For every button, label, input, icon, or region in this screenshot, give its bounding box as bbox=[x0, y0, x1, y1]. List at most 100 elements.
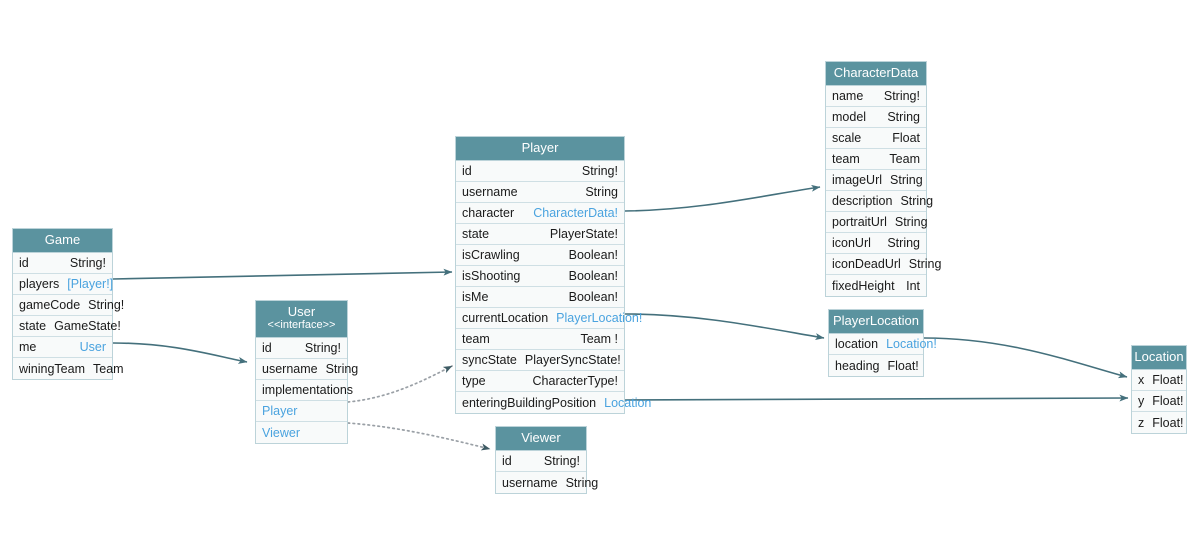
field-row[interactable]: description String bbox=[826, 191, 933, 212]
field-name: isCrawling bbox=[462, 248, 520, 262]
implementation-row-viewer[interactable]: Viewer bbox=[256, 422, 347, 443]
field-name: winingTeam bbox=[19, 361, 86, 376]
field-type: Team bbox=[889, 152, 920, 166]
field-row[interactable]: id String! bbox=[256, 338, 347, 359]
field-type: Float! bbox=[1152, 415, 1184, 430]
field-type: Float! bbox=[887, 358, 919, 373]
field-type: PlayerState! bbox=[549, 227, 618, 241]
field-row[interactable]: y Float! bbox=[1132, 391, 1186, 412]
field-row[interactable]: id String! bbox=[13, 253, 112, 274]
entity-viewer[interactable]: Viewer id String! username String bbox=[495, 426, 598, 494]
field-row[interactable]: username String bbox=[256, 359, 358, 380]
field-row[interactable]: team Team ! bbox=[456, 329, 624, 350]
entity-game[interactable]: Game id String! players [Player!] gameCo… bbox=[12, 228, 124, 380]
field-row[interactable]: me User bbox=[13, 337, 112, 358]
edge-game-players-to-player bbox=[112, 268, 453, 280]
field-name: id bbox=[19, 256, 29, 270]
field-type: String! bbox=[543, 454, 580, 468]
entity-character-data[interactable]: CharacterData name String! model String … bbox=[825, 61, 941, 297]
field-row[interactable]: isCrawling Boolean! bbox=[456, 245, 624, 266]
field-row[interactable]: players [Player!] bbox=[13, 274, 114, 295]
field-type: String bbox=[887, 236, 920, 250]
field-type: String bbox=[887, 110, 920, 124]
field-row[interactable]: id String! bbox=[456, 161, 624, 182]
edge-playerlocation-location-to-location bbox=[923, 337, 1128, 379]
field-row[interactable]: currentLocation PlayerLocation! bbox=[456, 308, 642, 329]
field-name: y bbox=[1138, 394, 1145, 408]
field-type: Boolean! bbox=[568, 269, 618, 283]
field-row[interactable]: isMe Boolean! bbox=[456, 287, 624, 308]
field-row[interactable]: team Team bbox=[826, 149, 926, 170]
field-row[interactable]: syncState PlayerSyncState! bbox=[456, 350, 624, 371]
field-row[interactable]: location Location! bbox=[829, 334, 937, 355]
field-type: Team ! bbox=[580, 332, 618, 346]
field-type[interactable]: PlayerLocation! bbox=[556, 311, 643, 325]
entity-player[interactable]: Player id String! username String charac… bbox=[455, 136, 651, 414]
field-name: syncState bbox=[462, 353, 517, 367]
field-type: String bbox=[890, 173, 923, 187]
field-row[interactable]: iconUrl String bbox=[826, 233, 926, 254]
field-row[interactable]: isShooting Boolean! bbox=[456, 266, 624, 287]
entity-user-name: User bbox=[287, 304, 316, 319]
field-name: id bbox=[462, 164, 472, 178]
edge-player-currentlocation-to-playerlocation bbox=[624, 313, 825, 341]
edge-user-implements-player bbox=[347, 365, 453, 403]
field-name: players bbox=[19, 277, 60, 291]
field-row[interactable]: z Float! bbox=[1132, 412, 1186, 433]
field-name: username bbox=[462, 185, 518, 199]
field-row[interactable]: name String! bbox=[826, 86, 926, 107]
field-row[interactable]: character CharacterData! bbox=[456, 203, 624, 224]
field-name: name bbox=[832, 89, 864, 103]
entity-user-stereotype: <<interface>> bbox=[267, 319, 336, 331]
field-name: me bbox=[19, 340, 37, 354]
field-type[interactable]: Location bbox=[604, 395, 652, 410]
field-type[interactable]: User bbox=[79, 340, 106, 354]
field-row[interactable]: fixedHeight Int bbox=[826, 275, 926, 296]
field-name: type bbox=[462, 374, 486, 388]
field-row[interactable]: portraitUrl String bbox=[826, 212, 928, 233]
implementation-name[interactable]: Viewer bbox=[262, 425, 300, 440]
field-type: String! bbox=[581, 164, 618, 178]
field-name: character bbox=[462, 206, 515, 220]
field-name: currentLocation bbox=[462, 311, 549, 325]
entity-game-title: Game bbox=[13, 229, 112, 253]
field-row[interactable]: enteringBuildingPosition Location bbox=[456, 392, 651, 413]
field-name: team bbox=[462, 332, 490, 346]
field-row[interactable]: state GameState! bbox=[13, 316, 121, 337]
field-name: state bbox=[19, 319, 47, 333]
field-name: fixedHeight bbox=[832, 278, 895, 293]
field-name: imageUrl bbox=[832, 173, 883, 187]
field-name: username bbox=[502, 475, 558, 490]
field-row[interactable]: heading Float! bbox=[829, 355, 923, 376]
field-row[interactable]: imageUrl String bbox=[826, 170, 926, 191]
field-name: location bbox=[835, 337, 879, 351]
field-name: id bbox=[502, 454, 512, 468]
field-row[interactable]: username String bbox=[496, 472, 598, 493]
field-row[interactable]: type CharacterType! bbox=[456, 371, 624, 392]
entity-user-title: User <<interface>> bbox=[256, 301, 347, 338]
field-row[interactable]: winingTeam Team bbox=[13, 358, 124, 379]
edge-game-me-to-user bbox=[112, 342, 248, 364]
entity-location[interactable]: Location x Float! y Float! z Float! bbox=[1131, 345, 1187, 434]
field-type: String! bbox=[883, 89, 920, 103]
edge-player-enteringbuildingposition-to-location bbox=[624, 394, 1129, 402]
field-row[interactable]: scale Float bbox=[826, 128, 926, 149]
field-name: heading bbox=[835, 358, 880, 373]
field-type[interactable]: CharacterData! bbox=[533, 206, 618, 220]
field-row[interactable]: state PlayerState! bbox=[456, 224, 624, 245]
implementation-name[interactable]: Player bbox=[262, 404, 298, 418]
field-type[interactable]: [Player!] bbox=[67, 277, 114, 291]
field-row[interactable]: iconDeadUrl String bbox=[826, 254, 941, 275]
field-row[interactable]: id String! bbox=[496, 451, 586, 472]
field-row[interactable]: gameCode String! bbox=[13, 295, 124, 316]
field-type: Boolean! bbox=[568, 290, 618, 304]
field-row[interactable]: x Float! bbox=[1132, 370, 1186, 391]
entity-user[interactable]: User <<interface>> id String! username S… bbox=[255, 300, 358, 444]
entity-player-location[interactable]: PlayerLocation location Location! headin… bbox=[828, 309, 937, 377]
implementation-row-player[interactable]: Player bbox=[256, 401, 347, 422]
field-row[interactable]: model String bbox=[826, 107, 926, 128]
field-type: String! bbox=[69, 256, 106, 270]
field-row[interactable]: username String bbox=[456, 182, 624, 203]
field-type[interactable]: Location! bbox=[886, 337, 937, 351]
field-type: String bbox=[900, 194, 934, 208]
